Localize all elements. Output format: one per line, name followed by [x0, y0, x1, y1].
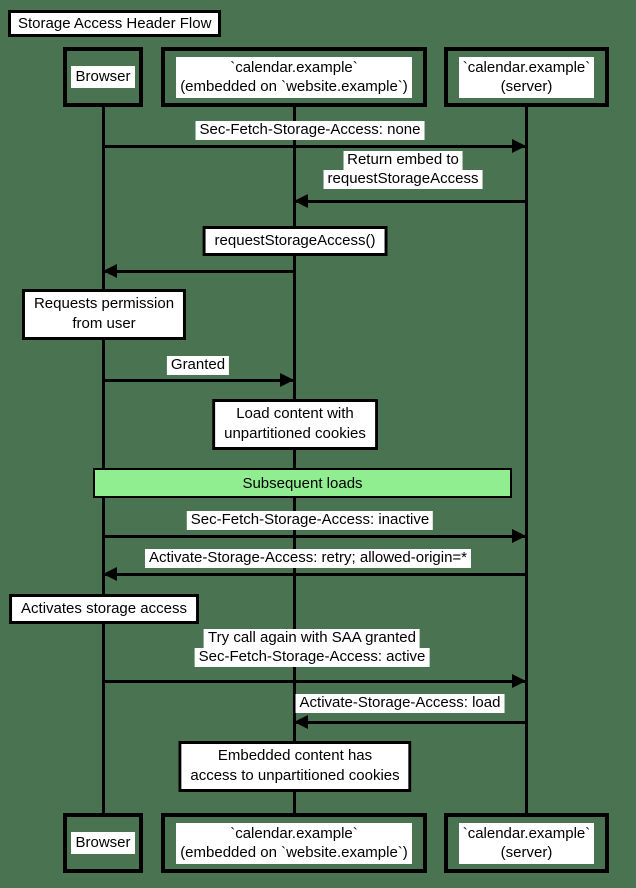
message-arrow: [294, 721, 526, 724]
message-label: Try call again with SAA granted Sec-Fetc…: [194, 629, 430, 667]
arrowhead-right: [512, 529, 526, 543]
arrowhead-left: [294, 715, 308, 729]
message-arrow: [103, 535, 526, 538]
participant-server-top: `calendar.example` (server): [444, 47, 609, 107]
message-arrow: [103, 379, 294, 382]
message-label: Return embed to requestStorageAccess: [323, 151, 483, 189]
note: Activates storage access: [9, 594, 199, 625]
message-label: Granted: [166, 356, 230, 375]
message-arrow: [103, 680, 526, 683]
lifeline-server: [525, 107, 528, 813]
message-arrow: [103, 270, 294, 273]
note: Requests permission from user: [21, 289, 187, 340]
lifeline-embed: [293, 107, 296, 813]
message-label: Sec-Fetch-Storage-Access: inactive: [186, 511, 434, 530]
arrowhead-left: [103, 264, 117, 278]
note: requestStorageAccess(): [202, 226, 388, 257]
note: Embedded content has access to unpartiti…: [178, 741, 412, 792]
participant-label: `calendar.example`: [462, 58, 591, 76]
message-label: Activate-Storage-Access: retry; allowed-…: [144, 549, 472, 568]
lifeline-browser: [102, 107, 105, 813]
divider-band: Subsequent loads: [93, 468, 512, 498]
participant-server-bottom: `calendar.example` (server): [444, 813, 609, 873]
message-arrow: [103, 573, 526, 576]
participant-label: `calendar.example`: [230, 58, 358, 76]
arrowhead-right: [280, 373, 294, 387]
divider-label: Subsequent loads: [242, 474, 363, 492]
participant-browser-bottom: Browser: [63, 813, 143, 873]
participant-label: (server): [500, 844, 553, 861]
participant-label: `calendar.example`: [462, 824, 591, 842]
message-arrow: [294, 200, 526, 203]
message-label: Activate-Storage-Access: load: [295, 694, 505, 713]
diagram-title: Storage Access Header Flow: [8, 10, 222, 37]
arrowhead-right: [512, 674, 526, 688]
participant-browser-top: Browser: [63, 47, 143, 107]
arrowhead-left: [294, 194, 308, 208]
participant-label: (embedded on `website.example`): [180, 844, 408, 861]
participant-label: (server): [500, 78, 553, 95]
participant-embed-bottom: `calendar.example` (embedded on `website…: [161, 813, 427, 873]
participant-label: `calendar.example`: [230, 824, 358, 842]
message-label: Sec-Fetch-Storage-Access: none: [195, 121, 425, 140]
arrowhead-left: [103, 567, 117, 581]
participant-label: Browser: [75, 68, 131, 86]
participant-label: Browser: [75, 834, 131, 852]
note: Load content with unpartitioned cookies: [212, 399, 378, 450]
participant-label: (embedded on `website.example`): [180, 78, 408, 95]
arrowhead-right: [512, 139, 526, 153]
participant-embed-top: `calendar.example` (embedded on `website…: [161, 47, 427, 107]
message-arrow: [103, 145, 526, 148]
